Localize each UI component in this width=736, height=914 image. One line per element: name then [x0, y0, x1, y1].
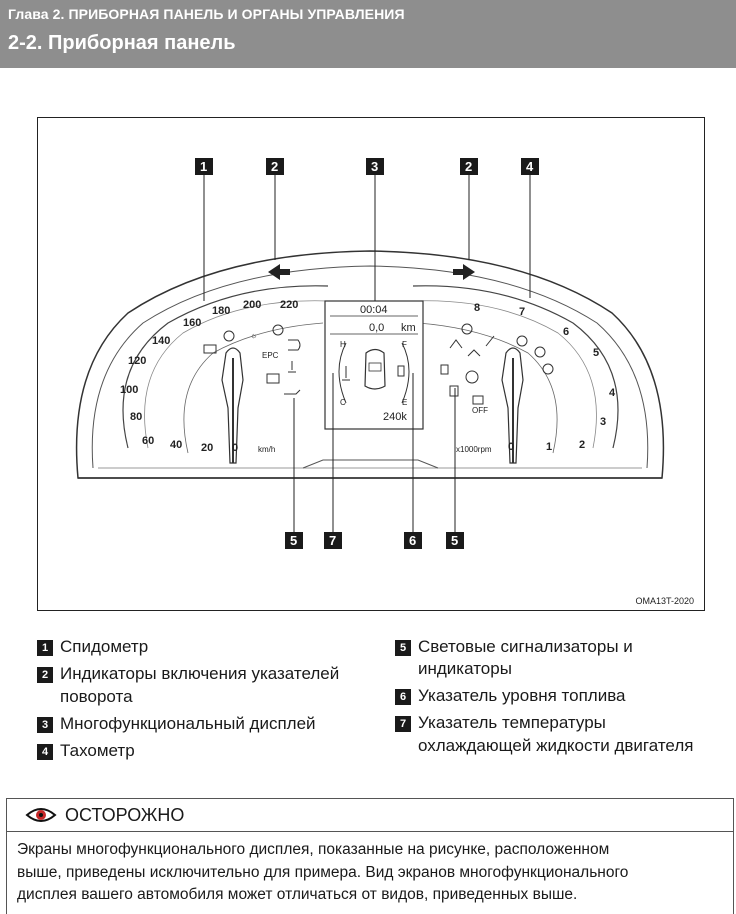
speed-tick: 220: [280, 299, 298, 311]
rear-fog-icon: [272, 324, 284, 336]
legend-item-continued: индикаторы: [418, 659, 512, 678]
battery-icon: [203, 344, 217, 354]
instrument-panel-figure: 20 40 60 80 100 120 140 160 180 200 220 …: [37, 117, 705, 611]
callout-3: 3: [366, 158, 384, 175]
traction-control-icon: [449, 385, 459, 397]
legend-item-continued: поворота: [60, 687, 133, 706]
display-trip: 0,0: [369, 322, 384, 334]
rpm-tick: 3: [600, 416, 606, 428]
speed-tick: 20: [201, 442, 213, 454]
traction-off-label: OFF: [472, 406, 488, 415]
callout-5-left: 5: [285, 532, 303, 549]
rpm-tick: 7: [519, 306, 525, 318]
rpm-tick: 8: [474, 302, 480, 314]
traction-off-icon: [472, 395, 484, 405]
caution-box: ОСТОРОЖНО Экраны многофункционального ди…: [6, 798, 734, 914]
temp-high-label: H: [340, 340, 346, 349]
speed-tick: 100: [120, 384, 138, 396]
brake-warning-icon: [461, 323, 473, 335]
svg-text:5: 5: [290, 533, 297, 548]
seatbelt-icon: [223, 330, 235, 342]
caution-title: ОСТОРОЖНО: [65, 805, 185, 825]
abs-icon: [516, 335, 528, 347]
display-odometer: 240k: [383, 411, 407, 423]
speed-tick: 60: [142, 435, 154, 447]
airbag-icon: [485, 335, 495, 347]
svg-text:2: 2: [465, 159, 472, 174]
legend-item-continued: охлаждающей жидкости двигателя: [418, 736, 694, 755]
svg-text:1: 1: [200, 159, 207, 174]
fuel-empty-label: E: [402, 398, 407, 407]
display-trip-unit: km: [401, 322, 416, 334]
svg-text:4: 4: [526, 159, 534, 174]
svg-text:3: 3: [371, 159, 378, 174]
svg-text:5: 5: [451, 533, 458, 548]
speed-tick: 180: [212, 305, 230, 317]
callout-2-right: 2: [460, 158, 478, 175]
rpm-tick: 5: [593, 347, 599, 359]
instrument-cluster-drawing: 20 40 60 80 100 120 140 160 180 200 220 …: [75, 158, 665, 549]
callout-2-left: 2: [266, 158, 284, 175]
tire-pressure-icon: [542, 363, 554, 375]
speed-tick: 140: [152, 335, 170, 347]
speed-zero: 0: [232, 442, 238, 454]
turn-left-arrow-icon: [268, 264, 290, 280]
page-header: Глава 2. ПРИБОРНАЯ ПАНЕЛЬ И ОРГАНЫ УПРАВ…: [0, 0, 736, 68]
speed-tick: 120: [128, 355, 146, 367]
brake-pad-icon: [534, 346, 546, 358]
speed-tick: 80: [130, 411, 142, 423]
parking-brake-icon: [465, 370, 479, 384]
display-time: 00:04: [360, 304, 388, 316]
speed-tick: 40: [170, 439, 182, 451]
coolant-temp-icon: [342, 366, 350, 381]
low-fuel-icon: [440, 364, 449, 375]
headlight-icon: [288, 339, 301, 351]
fog-light-icon: ☼: [250, 331, 257, 340]
rpm-tick: 1: [546, 441, 552, 453]
callout-6: 6: [404, 532, 422, 549]
caution-text: Экраны многофункционального дисплея, пок…: [17, 841, 629, 903]
speed-tick: 160: [183, 317, 201, 329]
chapter-title: Глава 2. ПРИБОРНАЯ ПАНЕЛЬ И ОРГАНЫ УПРАВ…: [8, 6, 405, 22]
hill-assist-icon: [467, 349, 481, 357]
callout-4: 4: [521, 158, 539, 175]
stability-icon: [449, 339, 463, 349]
car-icon: [364, 348, 386, 390]
callout-5-right: 5: [446, 532, 464, 549]
rpm-unit: x1000rpm: [456, 445, 492, 454]
oil-temp-icon: [288, 361, 296, 373]
callout-7: 7: [324, 532, 342, 549]
svg-text:7: 7: [329, 533, 336, 548]
figure-code: OMA13T-2020: [635, 596, 694, 606]
section-title: 2-2. Приборная панель: [8, 32, 236, 54]
caution-header: ОСТОРОЖНО: [7, 799, 733, 832]
callout-1: 1: [195, 158, 213, 175]
speed-unit: km/h: [258, 445, 275, 454]
caution-eye-icon: [25, 808, 57, 822]
epc-label: EPC: [262, 351, 279, 360]
svg-text:2: 2: [271, 159, 278, 174]
rpm-zero: 0: [508, 441, 514, 453]
speed-tick: 200: [243, 299, 261, 311]
fuel-full-label: F: [402, 340, 407, 349]
temp-low-label: C: [340, 398, 346, 407]
oil-pressure-icon: [284, 389, 301, 395]
fuel-pump-icon: [397, 365, 405, 377]
check-engine-icon: [266, 373, 280, 384]
rpm-tick: 4: [609, 387, 616, 399]
svg-text:6: 6: [409, 533, 416, 548]
multifunction-display: [324, 300, 424, 430]
rpm-tick: 2: [579, 439, 585, 451]
rpm-tick: 6: [563, 326, 569, 338]
turn-right-arrow-icon: [453, 264, 475, 280]
